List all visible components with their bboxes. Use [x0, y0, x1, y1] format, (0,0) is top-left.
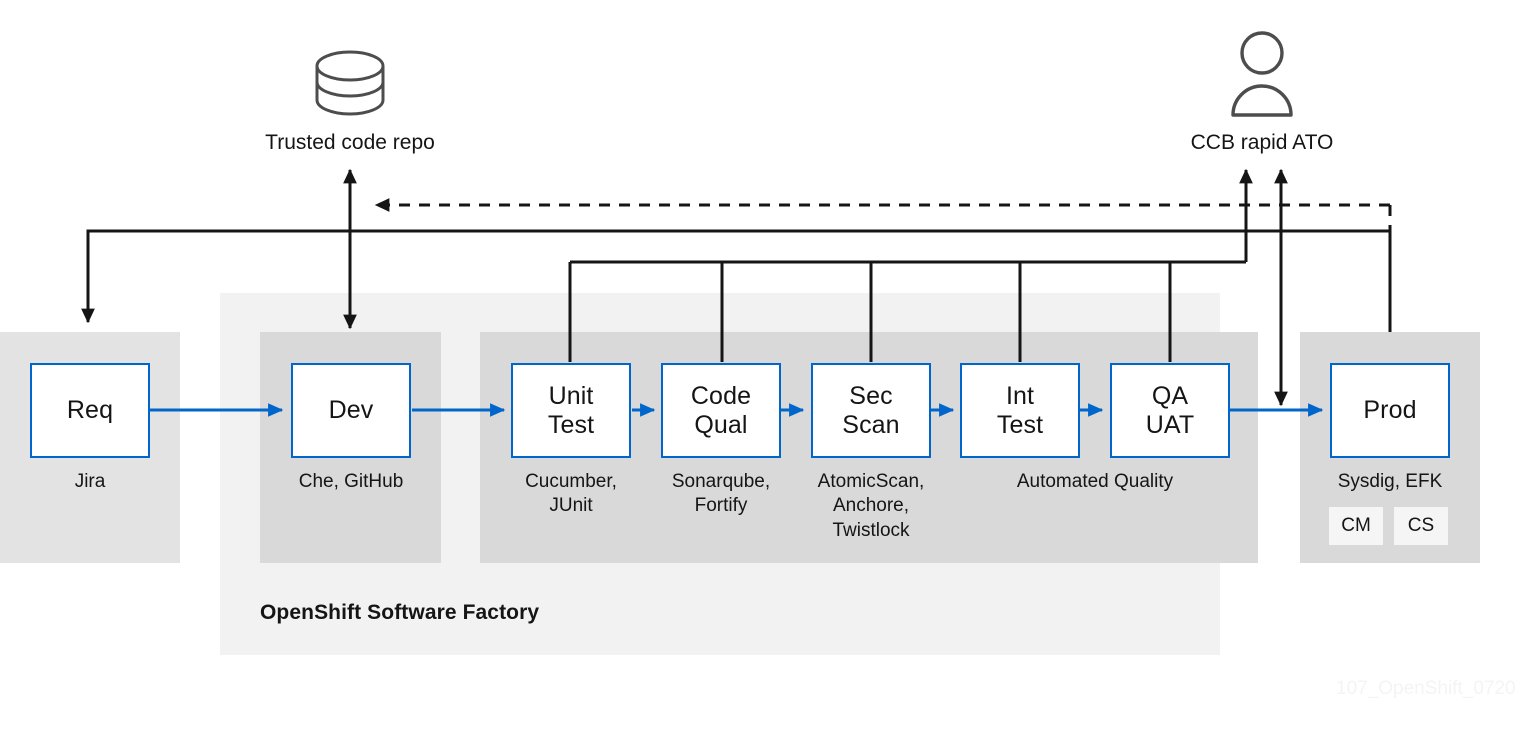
ccb-rapid-ato-label: CCB rapid ATO — [1190, 131, 1334, 154]
group-caption-automated-quality: Automated Quality — [1016, 471, 1174, 492]
stage-box-qa-uat[interactable]: QA UAT — [1110, 363, 1230, 458]
stage-box-code-qual[interactable]: Code Qual — [661, 363, 781, 458]
stage-box-sec-scan[interactable]: Sec Scan — [811, 363, 931, 458]
software-factory-title: OpenShift Software Factory — [260, 601, 540, 624]
trusted-code-repo-label: Trusted code repo — [265, 131, 435, 154]
stage-box-unit-test[interactable]: Unit Test — [511, 363, 631, 458]
watermark-label: 107_OpenShift_0720 — [1336, 678, 1516, 699]
stage-caption-req: Jira — [74, 471, 106, 492]
prod-tile-cs[interactable]: CS — [1394, 507, 1448, 545]
person-icon — [1228, 30, 1296, 118]
prod-tile-cm[interactable]: CM — [1329, 507, 1383, 545]
stage-caption-dev: Che, GitHub — [298, 471, 404, 492]
database-cylinder-icon — [310, 48, 390, 118]
stage-caption-code-qual: Sonarqube, Fortify — [671, 471, 771, 517]
stage-box-dev[interactable]: Dev — [291, 363, 411, 458]
stage-caption-unit-test: Cucumber, JUnit — [525, 471, 617, 517]
stage-caption-sec-scan: AtomicScan, Anchore, Twistlock — [817, 471, 925, 541]
stage-box-prod[interactable]: Prod — [1330, 363, 1450, 458]
stage-box-int-test[interactable]: Int Test — [960, 363, 1080, 458]
stage-caption-prod: Sysdig, EFK — [1337, 471, 1443, 492]
stage-box-req[interactable]: Req — [30, 363, 150, 458]
